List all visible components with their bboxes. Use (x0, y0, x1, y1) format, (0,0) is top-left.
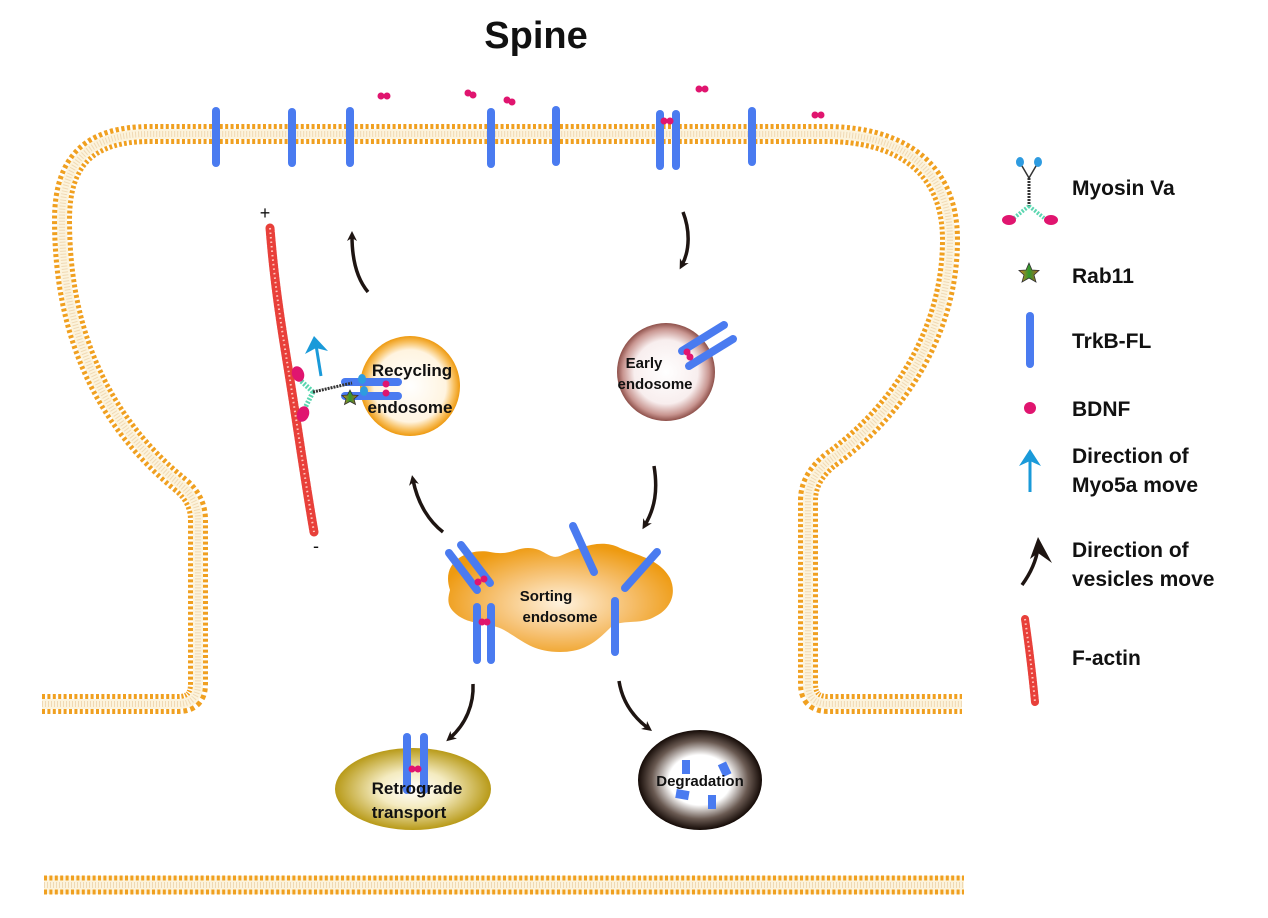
arrow-sorting-to-recycling (409, 475, 445, 534)
spine-membrane (42, 124, 962, 714)
myosin-va-motor (291, 366, 368, 422)
blue-arrow-icon (1019, 449, 1041, 492)
degradation-lysosome: Degradation (638, 730, 762, 830)
rab11-star-icon (1018, 261, 1040, 283)
degradation-label: Degradation (656, 773, 744, 790)
legend-label-trkb: TrkB-FL (1072, 330, 1152, 353)
actin-minus-end: - (313, 536, 319, 556)
bdnf-dot-icon (1024, 402, 1036, 414)
myosin-va-icon (1002, 157, 1058, 225)
sorting-endosome: Sorting endosome (445, 522, 673, 664)
legend-label-rab11: Rab11 (1072, 265, 1134, 288)
f-actin-filament (265, 223, 319, 537)
surface-receptors (212, 106, 756, 170)
arrow-surface-to-early (679, 211, 690, 270)
myo5a-direction-arrow (305, 336, 328, 377)
dendrite-membrane (44, 875, 964, 895)
legend-label-vesicles-2: vesicles move (1072, 568, 1214, 591)
retrograde-label-2: transport (372, 803, 447, 822)
actin-plus-end: + (260, 203, 271, 223)
bdnf-dimer (377, 92, 391, 100)
retrograde-transport: Retrograde transport (335, 733, 491, 830)
retrograde-label-1: Retrograde (372, 779, 463, 798)
legend-label-f-actin: F-actin (1072, 647, 1141, 670)
bdnf-dimer (695, 85, 709, 93)
arrow-sorting-to-degradation (617, 680, 652, 732)
arrow-early-to-sorting (642, 465, 658, 530)
early-endosome-label-1: Early (626, 355, 663, 372)
arrow-recycling-to-surface (347, 231, 370, 294)
bdnf-dimer (660, 117, 674, 125)
recycling-endosome-label-1: Recycling (372, 361, 452, 380)
black-curved-arrow-icon (1020, 537, 1052, 587)
arrow-sorting-to-retrograde (446, 683, 475, 742)
recycling-endosome: Recycling endosome (341, 336, 460, 436)
legend-label-vesicles-1: Direction of (1072, 539, 1190, 562)
bdnf-dimer (811, 111, 825, 119)
sorting-endosome-label-1: Sorting (520, 588, 573, 605)
f-actin-icon (1021, 615, 1039, 706)
bdnf-dimer (464, 89, 477, 99)
legend-label-myo5a-1: Direction of (1072, 445, 1190, 468)
legend: Myosin Va Rab11 TrkB-FL BDNF Direction o… (1002, 157, 1214, 706)
recycling-endosome-label-2: endosome (367, 398, 452, 417)
legend-label-bdnf: BDNF (1072, 398, 1130, 421)
early-endosome-label-2: endosome (617, 376, 692, 393)
sorting-endosome-label-2: endosome (522, 609, 597, 626)
bdnf-dimer (503, 96, 516, 106)
legend-label-myo5a-2: Myo5a move (1072, 474, 1198, 497)
vesicle-arrows (347, 211, 690, 742)
legend-label-myosin-va: Myosin Va (1072, 177, 1175, 200)
rab11-star (341, 389, 359, 406)
bdnf-ligands (377, 85, 825, 125)
page-title: Spine (484, 15, 587, 57)
early-endosome: Early endosome (617, 321, 737, 421)
